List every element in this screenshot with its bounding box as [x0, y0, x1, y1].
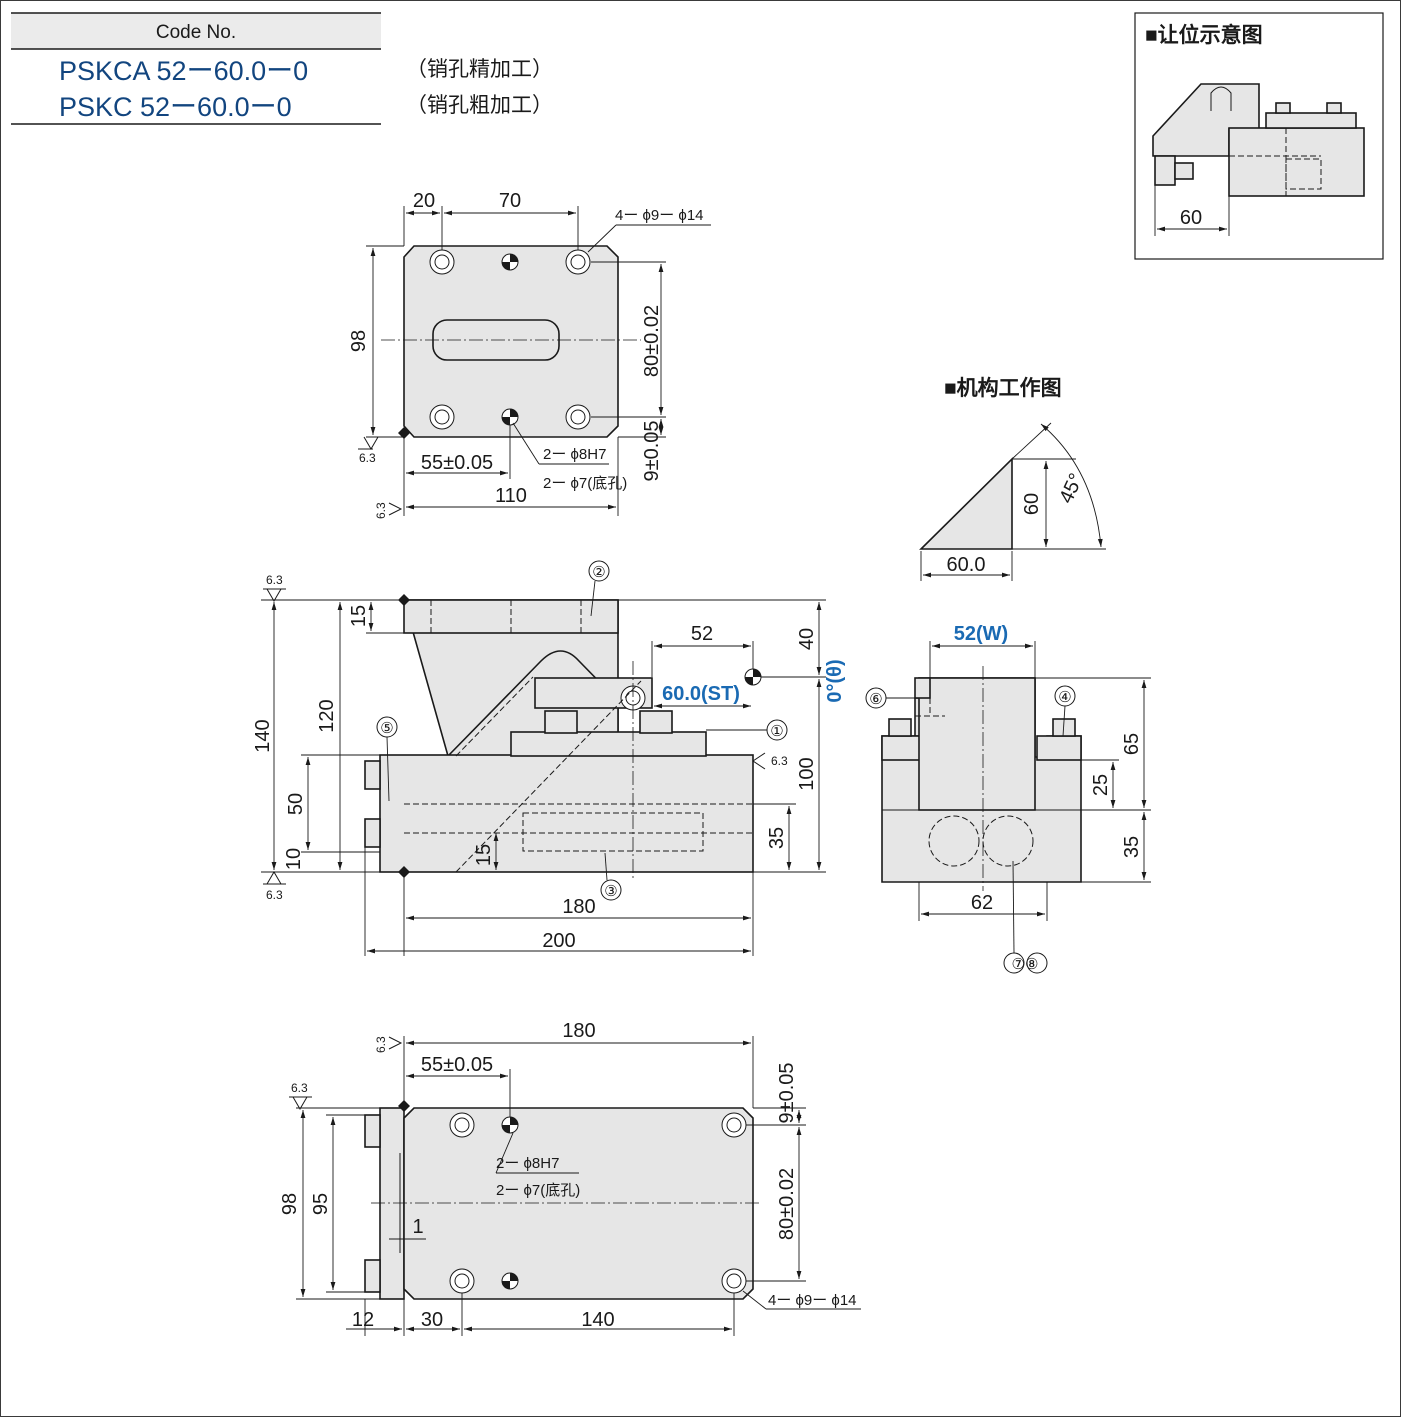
svg-text:②: ②: [592, 564, 605, 581]
front-theta: 0°(θ): [824, 659, 846, 702]
front-callouts: ① ② ③ ⑤: [376, 560, 788, 901]
svg-text:6.3: 6.3: [266, 573, 283, 587]
top-dim-110: 110: [495, 485, 527, 507]
side-width: 52(W): [954, 623, 1008, 645]
mech-dim-60: 60: [1021, 493, 1043, 515]
svg-text:⑥: ⑥: [869, 691, 882, 708]
front-dim-180: 180: [562, 896, 595, 918]
code-1: PSKCA 52ー60.0ー0: [59, 56, 308, 86]
front-dim-52: 52: [691, 623, 713, 645]
mechanism-title: ■机构工作图: [944, 376, 1062, 400]
svg-text:6.3: 6.3: [291, 1081, 308, 1095]
code-header-label: Code No.: [156, 22, 236, 43]
bottom-dim-9: 9±0.05: [776, 1062, 798, 1123]
bottom-holes-note: 4ー ϕ9ー ϕ14: [768, 1292, 857, 1309]
svg-text:6.3: 6.3: [266, 888, 283, 902]
bottom-dim-80: 80±0.02: [776, 1168, 798, 1240]
svg-text:6.3: 6.3: [771, 754, 788, 768]
code-2: PSKC 52ー60.0ー0: [59, 92, 292, 122]
front-dim-15b: 15: [473, 844, 495, 866]
front-dim-40: 40: [796, 628, 818, 650]
front-dim-50: 50: [285, 793, 307, 815]
front-dim-120: 120: [316, 699, 338, 732]
svg-text:⑤: ⑤: [380, 720, 393, 737]
bottom-roughness-marks: 6.3 6.3: [289, 1036, 403, 1110]
side-callouts: ⑥ ④ ⑦⑧: [865, 685, 1076, 974]
top-view: 20 70 4ー ϕ9ー ϕ14 98 80±0.02 9±0.05 55±0.…: [348, 190, 711, 519]
mechanism-diagram: ■机构工作图 60 45° 60.0: [919, 376, 1106, 581]
svg-text:④: ④: [1058, 689, 1071, 706]
roughness-mark: 6.3 6.3: [358, 436, 403, 519]
bottom-view: 180 55±0.05 9±0.05 80±0.02 98 95 1 12 30…: [279, 1020, 861, 1336]
code-1-note: （销孔精加工）: [406, 58, 553, 81]
side-view: 52(W) 65 25 35 62 ⑥ ④ ⑦⑧: [865, 623, 1151, 974]
bottom-dim-12: 12: [352, 1309, 374, 1331]
bottom-pin-note-1: 2ー ϕ8H7: [496, 1155, 559, 1172]
front-dim-35: 35: [766, 827, 788, 849]
clearance-inset: ■让位示意图 60: [1134, 12, 1384, 260]
bottom-dim-55: 55±0.05: [421, 1054, 493, 1076]
inset-dim-60: 60: [1180, 207, 1202, 229]
svg-text:③: ③: [604, 883, 617, 900]
front-stroke: 60.0(ST): [662, 683, 740, 705]
top-pin-note-1: 2ー ϕ8H7: [543, 446, 606, 463]
front-roughness-marks: 6.3 6.3 6.3: [263, 573, 788, 902]
top-dim-55: 55±0.05: [421, 452, 493, 474]
top-dim-20: 20: [413, 190, 435, 212]
bottom-dim-1: 1: [412, 1216, 423, 1238]
top-dim-9: 9±0.05: [641, 420, 663, 481]
front-dim-140: 140: [252, 719, 274, 752]
top-pin-holes: [501, 253, 519, 426]
side-dim-25: 25: [1090, 774, 1112, 796]
side-dim-62: 62: [971, 892, 993, 914]
chamfer-markers: [398, 427, 410, 1112]
top-pin-note-2: 2ー ϕ7(底孔): [543, 475, 627, 492]
svg-text:⑦⑧: ⑦⑧: [1012, 956, 1039, 973]
bottom-dim-140: 140: [581, 1309, 614, 1331]
front-dim-200: 200: [542, 930, 575, 952]
code-table: Code No. PSKCA 52ー60.0ー0 PSKC 52ー60.0ー0 …: [11, 12, 553, 125]
top-dim-70: 70: [499, 190, 521, 212]
top-holes-note: 4ー ϕ9ー ϕ14: [615, 207, 704, 224]
bottom-dim-95: 95: [310, 1193, 332, 1215]
side-dim-65: 65: [1121, 733, 1143, 755]
front-dim-100: 100: [796, 757, 818, 790]
inset-title: ■让位示意图: [1145, 23, 1263, 47]
svg-text:①: ①: [770, 723, 783, 740]
top-mount-holes: [429, 249, 591, 430]
front-dim-15: 15: [348, 605, 370, 627]
bottom-dim-180: 180: [562, 1020, 595, 1042]
front-view: 15 120 140 50 10 15 35 40 100 52 60.0(ST…: [252, 560, 846, 956]
side-dim-35: 35: [1121, 836, 1143, 858]
bottom-dim-98: 98: [279, 1193, 301, 1215]
svg-text:6.3: 6.3: [374, 502, 388, 519]
svg-text:6.3: 6.3: [374, 1036, 388, 1053]
bottom-pin-holes: [501, 1116, 519, 1290]
svg-text:6.3: 6.3: [359, 451, 376, 465]
bottom-dim-30: 30: [421, 1309, 443, 1331]
mech-dim-60-0: 60.0: [947, 554, 986, 576]
code-2-note: （销孔粗加工）: [406, 94, 553, 117]
mech-angle: 45°: [1055, 470, 1088, 507]
bottom-mount-holes: [449, 1112, 747, 1294]
bottom-pin-note-2: 2ー ϕ7(底孔): [496, 1182, 580, 1199]
top-dim-80: 80±0.02: [641, 305, 663, 377]
top-dim-98: 98: [348, 330, 370, 352]
front-dim-10: 10: [283, 848, 305, 870]
